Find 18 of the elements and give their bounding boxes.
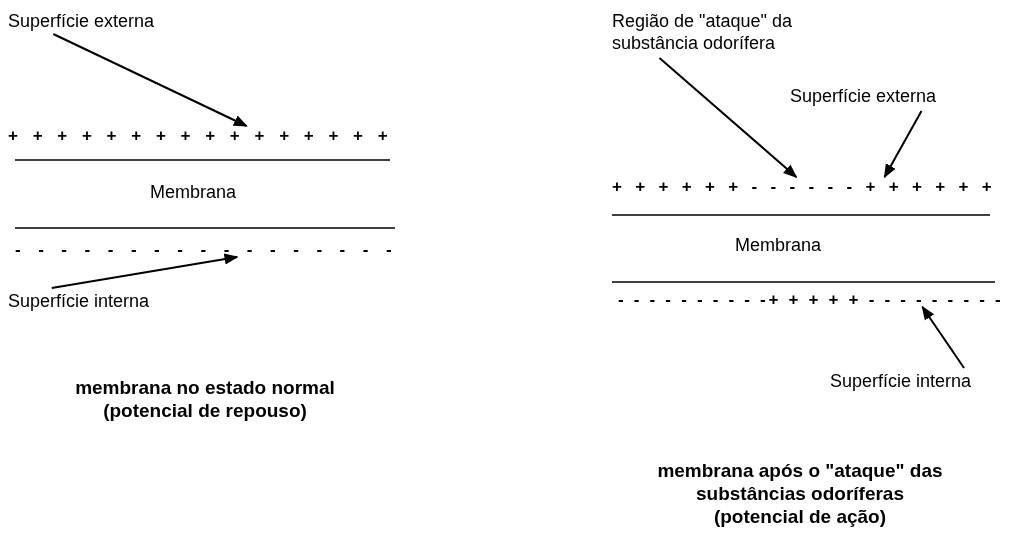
charge-row: - - - - - - - - - - - - - - - - - — [15, 240, 398, 260]
charge-row: + + + + + + + + + + + + + + + + — [8, 126, 393, 146]
leader-line — [50, 253, 239, 289]
caption: membrana no estado normal (potencial de repouso) — [74, 376, 336, 422]
charge-row: - - - - - - - - - -+ + + + + - - - - - - - - - — [618, 290, 1004, 310]
region-label: Região de "ataque" da substância odorífera — [612, 10, 862, 54]
surface-label: Superfície externa — [790, 85, 937, 107]
leader-line — [883, 110, 923, 179]
surface-label: Superfície interna — [8, 290, 150, 312]
leader-line — [921, 305, 966, 369]
leader-line — [658, 57, 798, 178]
caption: membrana após o "ataque" das substâncias odoríferas (potencial de ação) — [656, 459, 944, 528]
surface-label: Superfície externa — [8, 10, 155, 32]
membrane-label: Membrana — [735, 234, 822, 256]
charge-row: + + + + + + - - - - - - + + + + + + — [612, 177, 996, 197]
surface-label: Superfície interna — [830, 370, 972, 392]
membrane-label: Membrana — [150, 181, 237, 203]
leader-line — [52, 33, 248, 127]
